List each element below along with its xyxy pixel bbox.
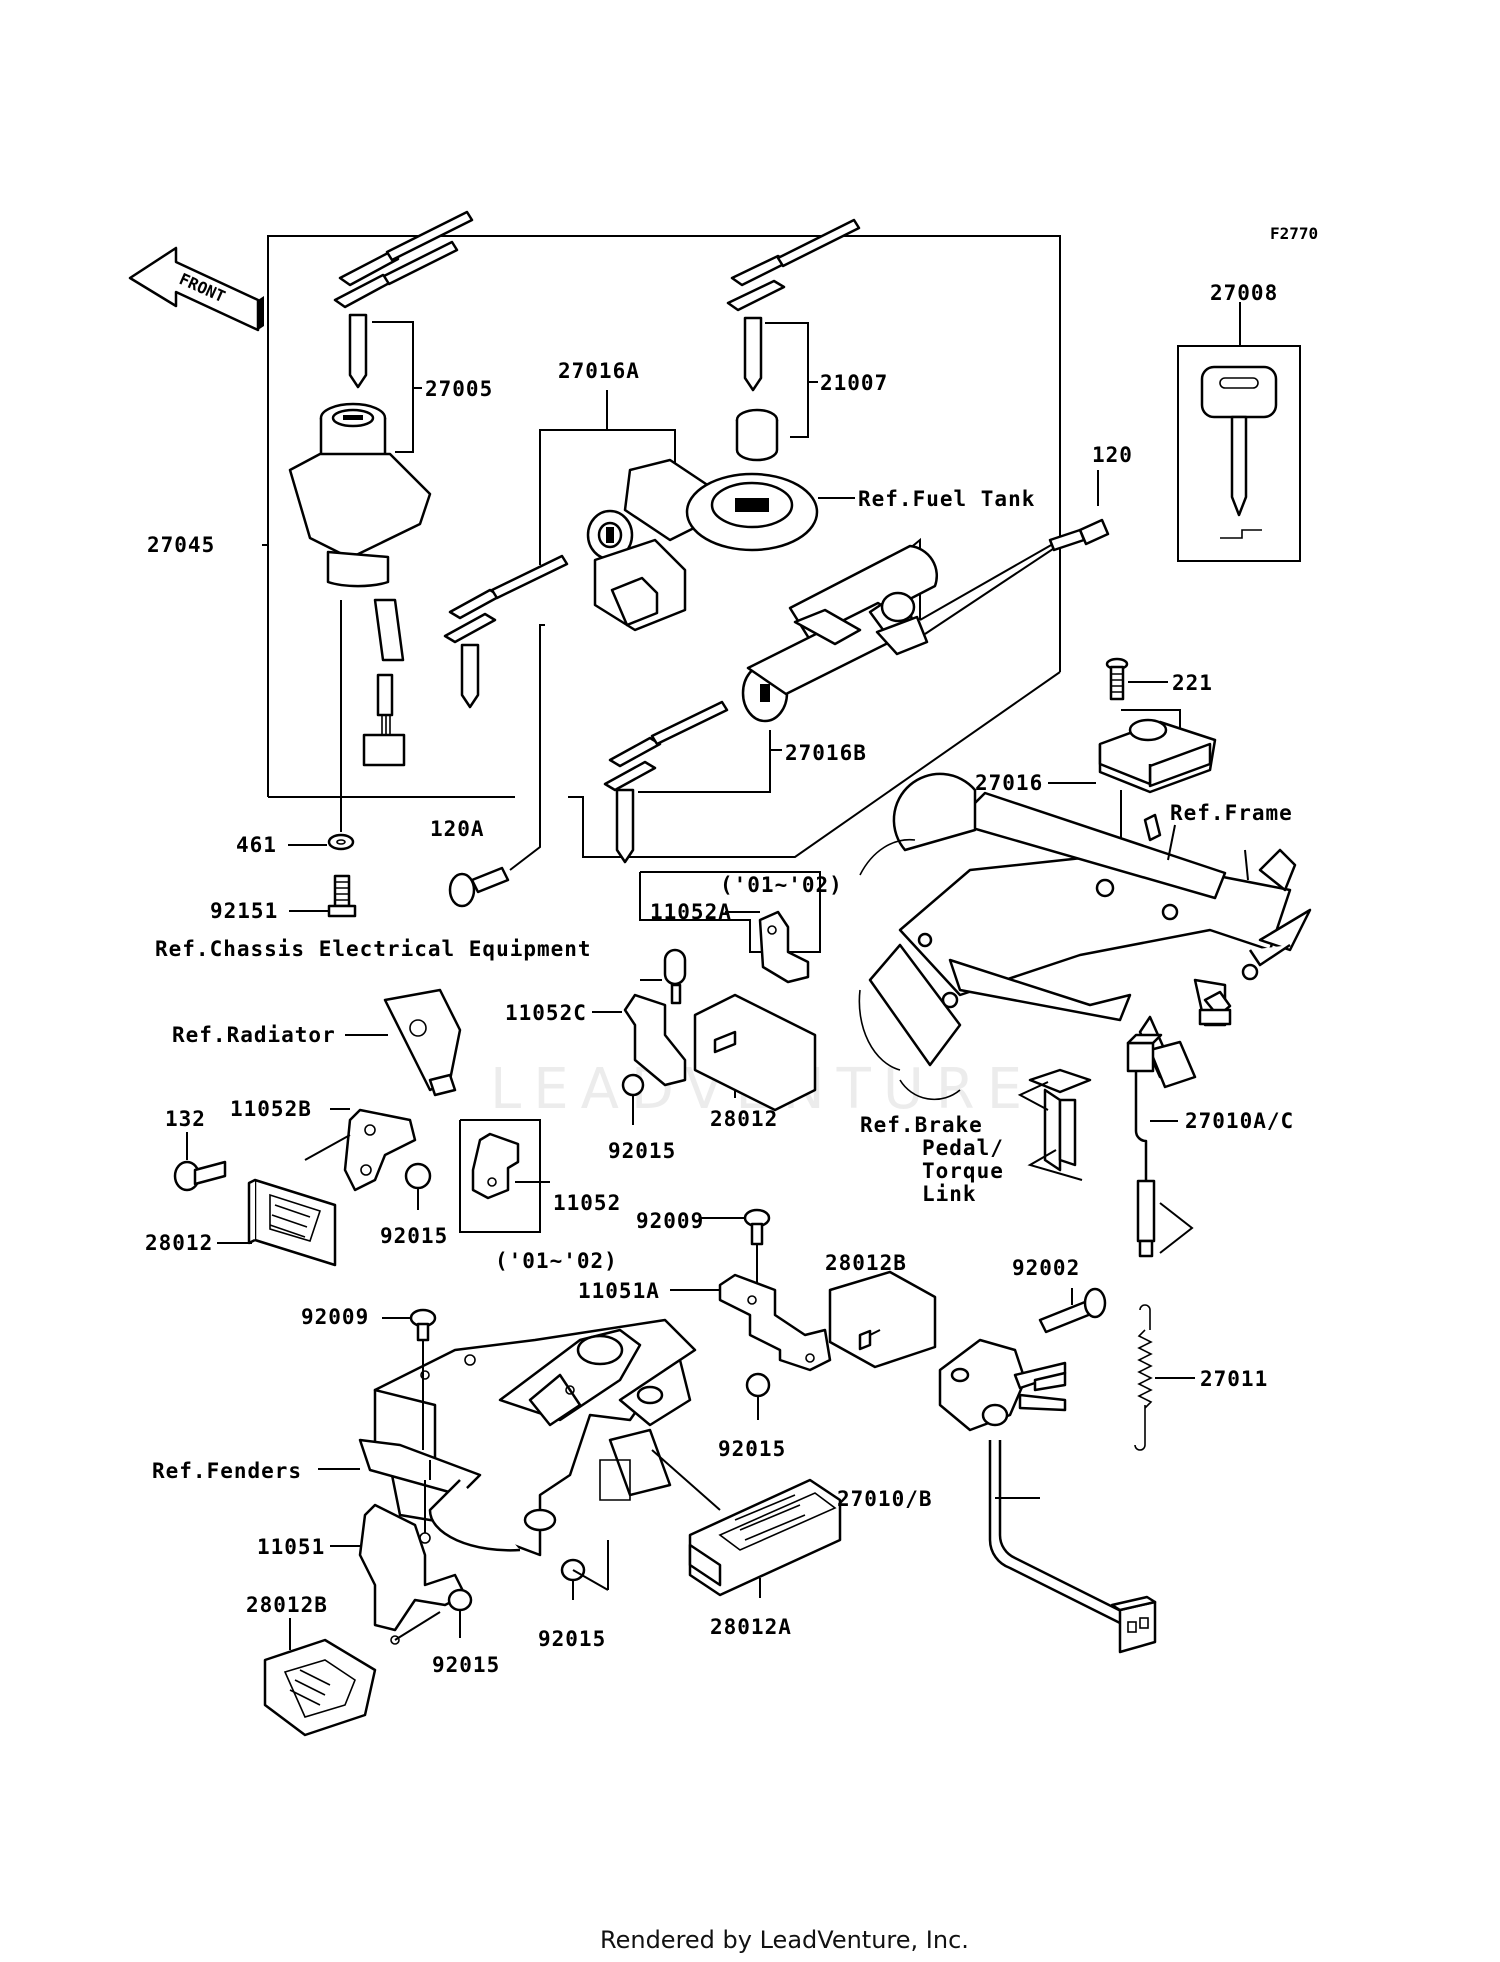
label-ref-frame: Ref.Frame	[1170, 801, 1293, 825]
nut-92015-bottom-left	[394, 1588, 473, 1641]
ignition-switch-27045	[262, 210, 474, 832]
bracket-27016	[1048, 709, 1217, 920]
reflector-bracket-11052C	[592, 948, 817, 1125]
label-ref-brake-2: Pedal/	[922, 1136, 1004, 1160]
label-11052A: 11052A	[650, 900, 732, 924]
label-27016A: 27016A	[558, 359, 640, 383]
label-ref-fuel-tank: Ref.Fuel Tank	[858, 487, 1035, 511]
label-11052: 11052	[553, 1191, 621, 1215]
label-27011: 27011	[1200, 1367, 1268, 1391]
reflector-28012A	[651, 1449, 842, 1598]
bracket-11052A	[639, 871, 821, 984]
label-28012-left: 28012	[145, 1231, 213, 1255]
label-11052C: 11052C	[505, 1001, 587, 1025]
label-92009-left: 92009	[301, 1305, 369, 1329]
bracket-11051A	[670, 1208, 937, 1420]
label-120A: 120A	[430, 817, 485, 841]
lock-cylinder-27016B	[603, 537, 1066, 864]
footer-credit: Rendered by LeadVenture, Inc.	[600, 1926, 969, 1954]
label-year-range-a: ('01~'02)	[720, 873, 843, 897]
label-ref-brake-3: Torque	[922, 1159, 1004, 1183]
brake-switch-27010AC	[1126, 1033, 1194, 1258]
label-27010AC: 27010A/C	[1185, 1109, 1294, 1133]
screw-221	[1105, 657, 1168, 701]
nut-92015-bottom-center	[560, 1540, 609, 1600]
label-27045: 27045	[147, 533, 215, 557]
label-28012A: 28012A	[710, 1615, 792, 1639]
label-28012B-right: 28012B	[825, 1251, 907, 1275]
seat-lock-27016A	[443, 390, 717, 709]
label-28012-mid: 28012	[710, 1107, 778, 1131]
label-27010B: 27010/B	[837, 1487, 933, 1511]
fuel-lock-21007	[685, 218, 861, 552]
label-92015-bottom-center: 92015	[538, 1627, 606, 1651]
label-11051A: 11051A	[578, 1279, 660, 1303]
label-ref-chassis: Ref.Chassis Electrical Equipment	[155, 937, 592, 961]
ignition-set-bracket	[267, 235, 1061, 858]
label-ref-brake-4: Link	[922, 1182, 977, 1206]
label-92009-mid: 92009	[636, 1209, 704, 1233]
label-92002: 92002	[1012, 1256, 1080, 1280]
figure-code: F2770	[1270, 224, 1318, 243]
label-year-range-b: ('01~'02)	[495, 1249, 618, 1273]
spring-27011	[1134, 1304, 1195, 1451]
bracket-11052	[459, 1119, 550, 1233]
frame-assembly	[858, 772, 1312, 1101]
label-27016B: 27016B	[785, 741, 867, 765]
label-27016: 27016	[975, 771, 1043, 795]
label-11052B: 11052B	[230, 1097, 312, 1121]
label-11051: 11051	[257, 1535, 325, 1559]
label-ref-fenders: Ref.Fenders	[152, 1459, 302, 1483]
reflector-28012B-left	[263, 1618, 377, 1737]
label-92151: 92151	[210, 899, 278, 923]
label-92015-bottom-left: 92015	[432, 1653, 500, 1677]
screw-92151	[289, 874, 357, 918]
label-ref-brake-1: Ref.Brake	[860, 1113, 983, 1137]
fender-assembly	[318, 1308, 697, 1557]
brake-pedal-ref	[1017, 1068, 1092, 1181]
label-27005: 27005	[425, 377, 493, 401]
bolt-92002	[1038, 1287, 1107, 1334]
label-28012B-left: 28012B	[246, 1593, 328, 1617]
label-92015-right: 92015	[718, 1437, 786, 1461]
label-461: 461	[236, 833, 277, 857]
label-221: 221	[1172, 671, 1213, 695]
front-arrow-icon: FRONT	[128, 246, 264, 332]
label-132: 132	[165, 1107, 206, 1131]
label-21007: 21007	[820, 371, 888, 395]
label-120: 120	[1092, 443, 1133, 467]
label-92015-left: 92015	[380, 1224, 448, 1248]
bolt-120A	[448, 624, 545, 908]
label-27008: 27008	[1210, 281, 1278, 305]
washer-461	[288, 833, 355, 851]
label-ref-radiator: Ref.Radiator	[172, 1023, 336, 1047]
bolt-120	[1048, 470, 1110, 552]
label-92015-mid: 92015	[608, 1139, 676, 1163]
brake-switch-27010B	[938, 1338, 1157, 1654]
key-27008	[1177, 302, 1301, 562]
radiator-bracket-11052B	[173, 988, 462, 1267]
